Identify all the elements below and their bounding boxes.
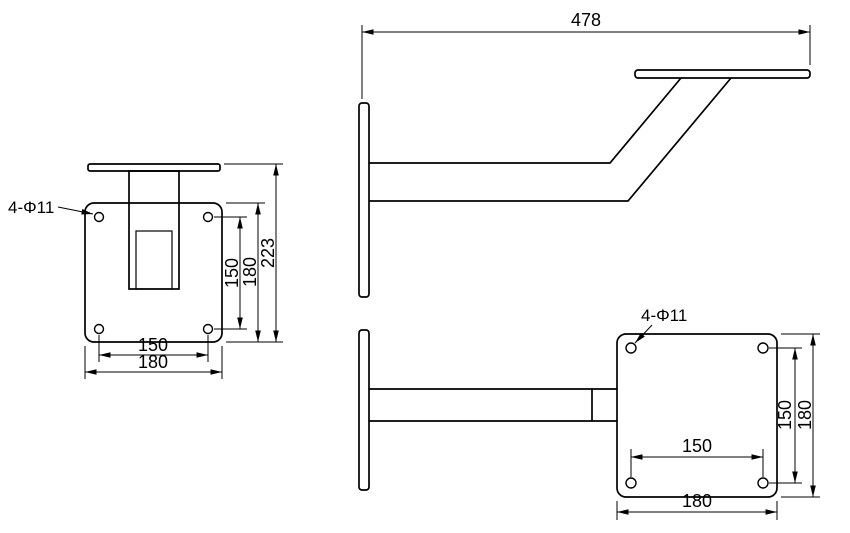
side-wall-plate bbox=[358, 102, 370, 298]
plan-dim-label-plate-height: 180 bbox=[795, 400, 815, 430]
plan-hole-callout-text: 4-Φ11 bbox=[641, 306, 687, 325]
front-dim-label-plate-height: 180 bbox=[240, 257, 260, 287]
plan-dim-label-hole-spacing-vertical: 150 bbox=[775, 400, 795, 430]
front-extension-lines bbox=[84, 163, 283, 379]
front-view-dimensions: 150 180 223 150 180 4-Φ11 bbox=[8, 163, 283, 379]
front-hole-bottom-left bbox=[93, 323, 105, 335]
plan-dim-label-plate-width: 180 bbox=[682, 491, 712, 511]
plan-view-dimensions: 150 180 150 180 4-Φ11 bbox=[616, 306, 820, 520]
front-base-plate bbox=[84, 202, 223, 343]
front-hole-top-right bbox=[202, 211, 214, 223]
plan-base-plate bbox=[616, 333, 778, 498]
front-hole-top-left bbox=[93, 211, 105, 223]
side-extension-lines bbox=[361, 25, 811, 99]
plan-view bbox=[358, 329, 778, 498]
front-hole-callout-leader bbox=[57, 206, 94, 215]
front-dim-label-hole-spacing-horizontal: 150 bbox=[138, 335, 168, 355]
front-dim-label-plate-width: 180 bbox=[138, 352, 168, 372]
front-top-flange bbox=[87, 163, 221, 172]
plan-dim-label-hole-spacing-horizontal: 150 bbox=[682, 436, 712, 456]
plan-arm-outline bbox=[369, 388, 617, 422]
front-hole-callout-text: 4-Φ11 bbox=[8, 198, 54, 217]
front-view bbox=[84, 163, 223, 343]
side-top-plate bbox=[634, 69, 811, 79]
plan-hole-top-left bbox=[625, 342, 637, 354]
front-arm-inner-section bbox=[135, 230, 173, 290]
front-hole-bottom-right bbox=[202, 323, 214, 335]
side-view bbox=[358, 69, 811, 298]
plan-wall-plate bbox=[358, 329, 370, 491]
front-dim-label-overall-height: 223 bbox=[258, 238, 278, 268]
plan-hole-top-right bbox=[757, 342, 769, 354]
plan-hole-bottom-left bbox=[625, 477, 637, 489]
front-dim-label-hole-spacing-vertical: 150 bbox=[222, 258, 242, 288]
side-dim-label-overall-length: 478 bbox=[571, 10, 601, 30]
plan-hole-bottom-right bbox=[757, 477, 769, 489]
side-view-dimensions: 478 bbox=[361, 10, 811, 99]
plan-hole-callout-leader bbox=[634, 324, 653, 344]
side-arm-outline bbox=[369, 77, 732, 202]
